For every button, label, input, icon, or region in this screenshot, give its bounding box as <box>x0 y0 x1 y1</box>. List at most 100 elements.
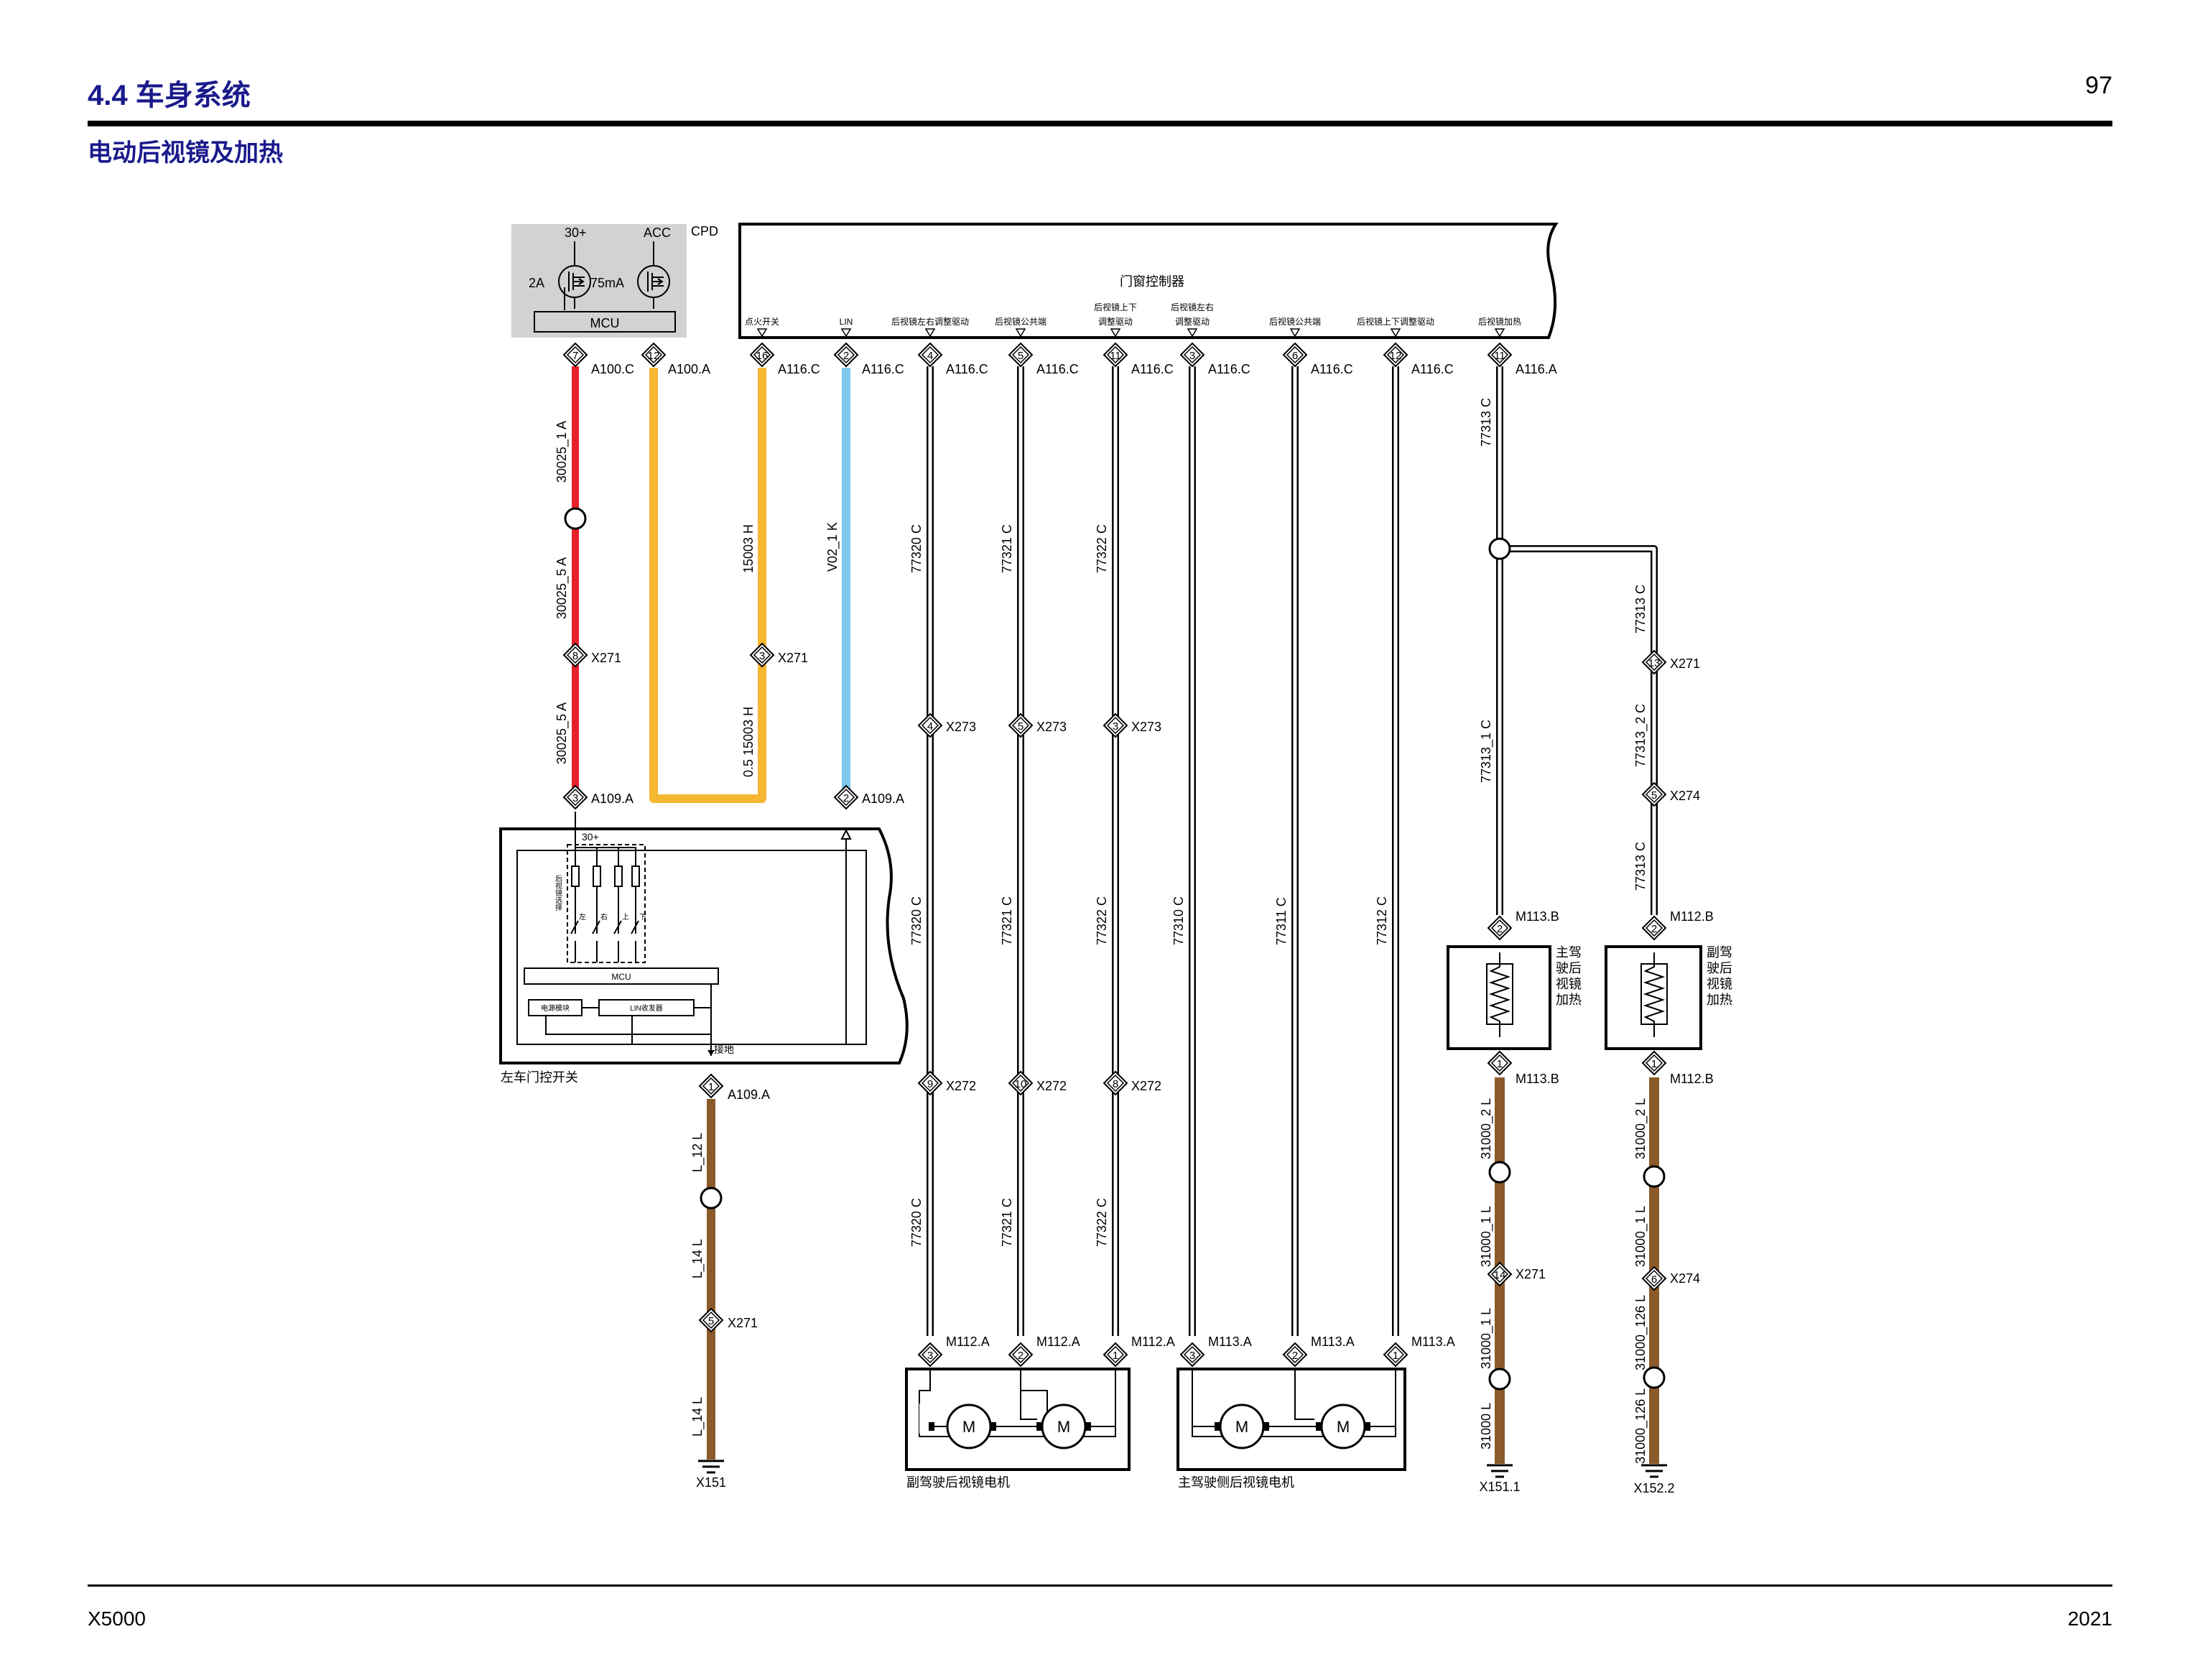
x272-pin-10-number: 10 <box>1015 1078 1027 1090</box>
x271-pin-8: 8 <box>562 642 588 668</box>
page-number: 97 <box>2085 72 2112 99</box>
controller-pin-2-number: 4 <box>927 350 933 362</box>
controller-pin-label2-5: 调整驱动 <box>1175 316 1210 327</box>
m113a-pin-1: 1 <box>1383 1342 1408 1368</box>
wire-77322-b: 77322 C <box>1095 896 1109 945</box>
cpd-conn-12: A100.A <box>668 362 710 376</box>
wire-31000-2-b: 31000_2 L <box>1633 1098 1648 1159</box>
x271-pin-14: 14 <box>1487 1261 1513 1287</box>
x273-label-3: X273 <box>1131 720 1161 734</box>
controller-conn-0: A116.C <box>778 362 820 376</box>
splice-heater-icon <box>1488 537 1511 560</box>
controller-pin-7: 12 <box>1383 342 1408 368</box>
driver-mirror-motor: M M 主驾驶侧后视镜电机 <box>1176 1368 1406 1490</box>
fuse-2a-label: 2A <box>529 276 544 290</box>
pin-arrow-icon <box>1110 328 1121 338</box>
controller-pin-4-number: 11 <box>1110 350 1121 362</box>
pin-arrow-icon <box>1187 328 1198 338</box>
x274-label-5: X274 <box>1670 789 1700 803</box>
controller-conn-6: A116.C <box>1311 362 1353 376</box>
driver-heater-line-4: 加热 <box>1556 993 1582 1007</box>
wire-31000-126-b: 31000_126 L <box>1633 1388 1648 1464</box>
m112b-pin-1: 1 <box>1641 1050 1667 1076</box>
wire-31000-1-b: 31000_1 L <box>1479 1308 1494 1369</box>
passenger-heater-line-3: 视镜 <box>1707 977 1732 991</box>
controller-pin-8-number: 11 <box>1494 350 1505 362</box>
a109-pin-3: 3 <box>562 784 588 810</box>
pin-arrow-icon <box>840 328 852 338</box>
controller-conn-8: A116.A <box>1516 362 1557 376</box>
controller-pin-3: 5 <box>1008 342 1034 368</box>
a109-pin-1-number: 1 <box>708 1081 714 1093</box>
grounds <box>698 1459 1667 1478</box>
wire-15003-05: 0.5 15003 H <box>741 707 756 777</box>
m112a-pin-3-number: 3 <box>927 1350 933 1362</box>
header-rule <box>88 121 2112 126</box>
cpd-mcu-label: MCU <box>590 316 620 330</box>
m112a-pin-2: 2 <box>1008 1342 1034 1368</box>
controller-pin-label-6: 后视镜公共端 <box>1269 316 1321 327</box>
ground-x151: X151 <box>696 1475 726 1490</box>
footer-rule <box>88 1584 2112 1587</box>
x274-pin-6-number: 6 <box>1651 1273 1657 1286</box>
footer-model: X5000 <box>88 1607 146 1630</box>
wire-77313-1: 77313_1 C <box>1479 720 1494 783</box>
x272-label-8: X272 <box>1131 1079 1161 1093</box>
m113a-pin-3: 3 <box>1179 1342 1205 1368</box>
m113b-pin-2: 2 <box>1487 915 1513 941</box>
x271-pin-13-number: 13 <box>1648 657 1661 669</box>
x271-label-a: X271 <box>591 651 621 665</box>
left-door-switch: 30+ 后视镜选择 左 右 上 下 MCU 电源模块 LIN收发器 接地 左车门… <box>499 812 909 1085</box>
controller-pin-label-5: 后视镜左右 <box>1171 302 1214 312</box>
x274-label-6: X274 <box>1670 1271 1700 1286</box>
controller-pin-6-number: 6 <box>1292 350 1298 362</box>
controller-pin-6: 6 <box>1282 342 1308 368</box>
x272-pin-10: 10 <box>1008 1070 1034 1096</box>
wire-77320-b: 77320 C <box>909 896 924 945</box>
m113a-label-1: M113.A <box>1411 1335 1455 1349</box>
x271-label-c: X271 <box>728 1316 758 1330</box>
x271-pin-3-number: 3 <box>759 650 765 662</box>
m112a-pin-3: 3 <box>917 1342 943 1368</box>
passenger-mirror-motor: M M 副驾驶后视镜电机 <box>905 1368 1131 1490</box>
wire-77321-a: 77321 C <box>1000 524 1014 573</box>
controller-pin-1: 2 <box>833 342 859 368</box>
heater-coil-icon <box>1643 952 1666 1037</box>
m113a-pin-2-number: 2 <box>1292 1350 1298 1362</box>
wire-77322-a: 77322 C <box>1095 524 1109 573</box>
a109-label-2: A109.A <box>862 792 904 806</box>
x273-label-5: X273 <box>1036 720 1067 734</box>
m113a-label-2: M113.A <box>1311 1335 1355 1349</box>
m112a-label-2: M112.A <box>1036 1335 1080 1349</box>
wire-77320-c: 77320 C <box>909 1198 924 1247</box>
wire-77321-b: 77321 C <box>1000 896 1014 945</box>
m112a-label-1: M112.A <box>1131 1335 1175 1349</box>
switch-mark-left: 左 <box>579 912 586 922</box>
controller-pin-label-8: 后视镜加热 <box>1478 316 1521 327</box>
m112a-pin-2-number: 2 <box>1018 1350 1024 1362</box>
controller-pin-label2-4: 调整驱动 <box>1098 316 1133 327</box>
driver-heater-line-1: 主驾 <box>1556 945 1582 960</box>
motor-2-label: M <box>1057 1418 1070 1436</box>
cpd-pin-7: 7 <box>562 342 588 368</box>
x272-pin-9-number: 9 <box>927 1078 933 1090</box>
controller-pin-5: 3 <box>1179 342 1205 368</box>
x271-pin-8-number: 8 <box>572 650 578 662</box>
wire-30025-1: 30025_1 A <box>554 421 570 483</box>
x273-pin-4: 4 <box>917 713 943 738</box>
driver-heater-line-2: 驶后 <box>1556 961 1582 975</box>
wire-v02: V02_1 K <box>825 522 840 572</box>
cpd-acc-label: ACC <box>644 226 671 240</box>
wire-30025-5a: 30025_5 A <box>554 557 570 619</box>
controller-title: 门窗控制器 <box>1120 274 1184 289</box>
controller-pin-label-3: 后视镜公共端 <box>995 316 1046 327</box>
controller-conn-7: A116.C <box>1411 362 1454 376</box>
switch-mcu-label: MCU <box>611 972 631 982</box>
m113a-pin-3-number: 3 <box>1189 1350 1195 1362</box>
controller-pin-label-7: 后视镜上下调整驱动 <box>1357 316 1434 327</box>
pin-arrow-icon <box>1289 328 1301 338</box>
m113a-label-3: M113.A <box>1208 1335 1252 1349</box>
wire-77321-c: 77321 C <box>1000 1198 1014 1247</box>
driver-motor-name: 主驾驶侧后视镜电机 <box>1178 1475 1294 1490</box>
ground-x152-2: X152.2 <box>1633 1481 1674 1495</box>
